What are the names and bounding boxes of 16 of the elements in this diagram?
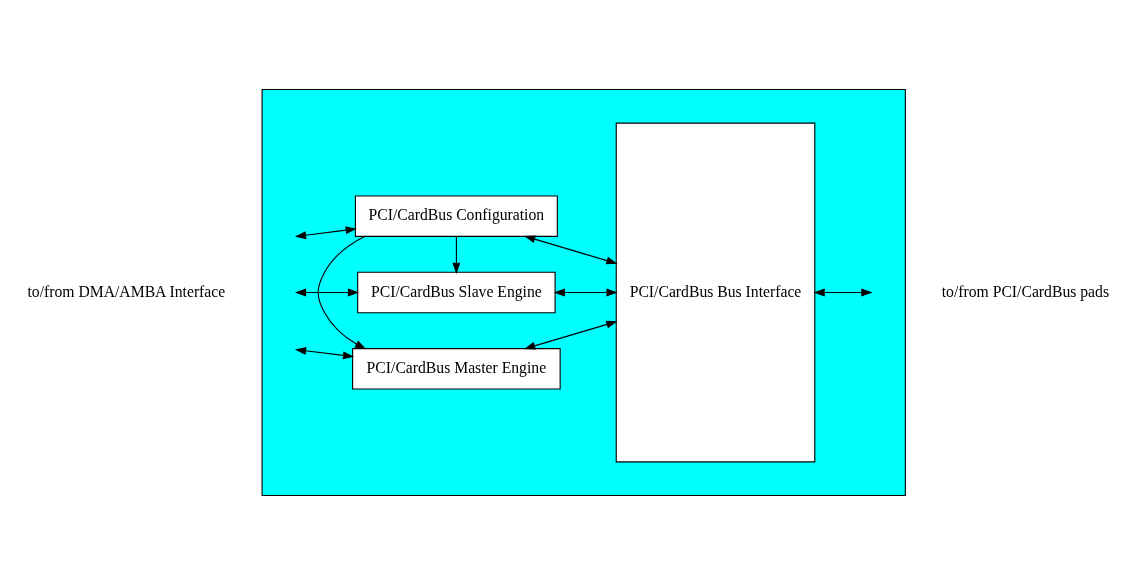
arrow	[317, 235, 367, 349]
node-box: PCI/CardBus Bus Interface	[615, 122, 816, 462]
node-box: PCI/CardBus Slave Engine	[357, 271, 556, 313]
label: to/from PCI/CardBus pads	[941, 282, 1110, 300]
cluster	[261, 88, 906, 496]
arrow	[813, 288, 873, 296]
arrow	[294, 288, 360, 296]
label: to/from DMA/AMBA Interface	[27, 282, 226, 300]
arrow	[524, 234, 618, 264]
arrow	[452, 235, 461, 274]
node-box: PCI/CardBus Configuration	[354, 194, 558, 237]
arrow	[524, 320, 618, 350]
node-box: PCI/CardBus Master Engine	[352, 347, 561, 390]
arrow	[553, 288, 618, 296]
arrow	[294, 346, 355, 359]
arrow	[294, 225, 357, 239]
